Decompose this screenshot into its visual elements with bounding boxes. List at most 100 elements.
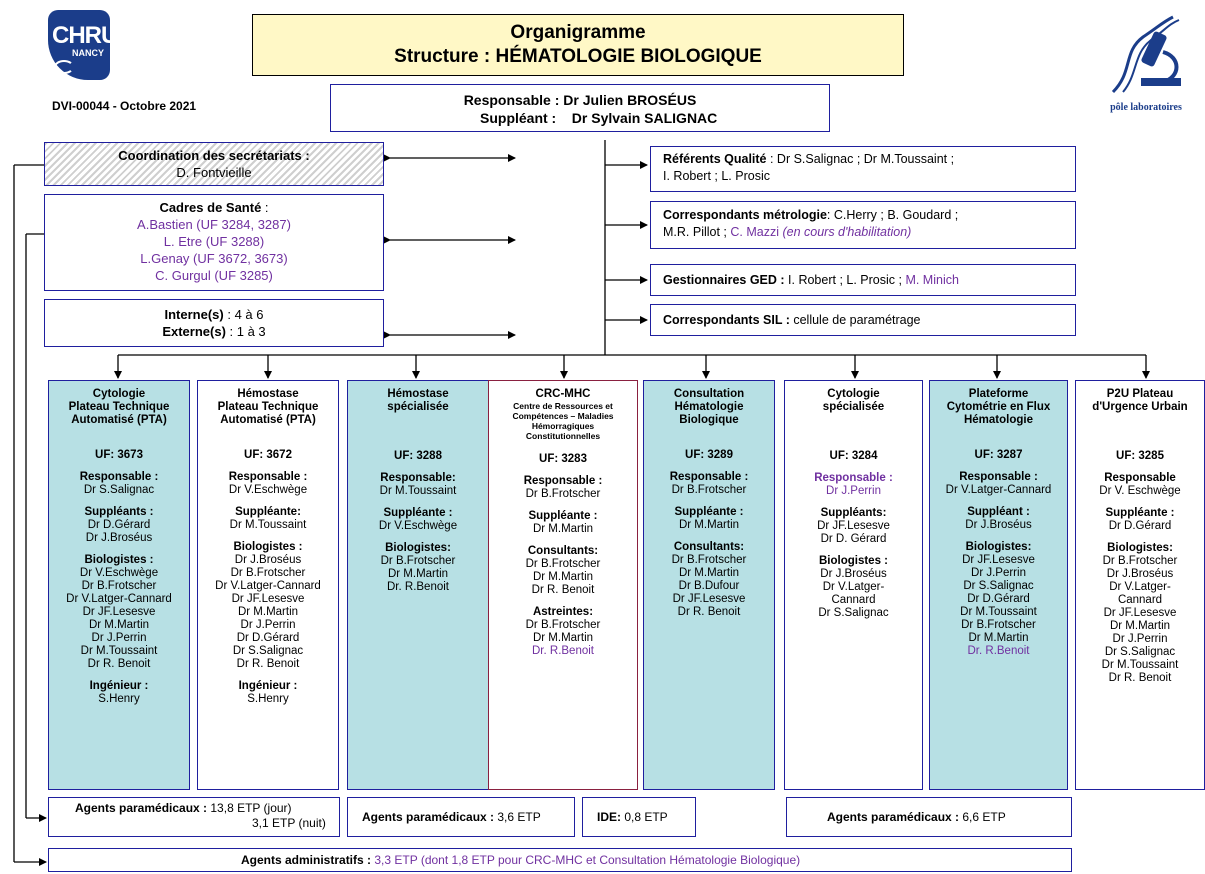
section-label: Responsable : [959,471,1038,483]
person-name: S.Henry [98,693,140,705]
logo-text-nancy: NANCY [72,48,105,58]
cadre-line: A.Bastien (UF 3284, 3287) [137,217,291,232]
column-uf: UF: 3284 [829,450,878,462]
internes-label: Interne(s) [164,307,224,322]
agents-paramedicaux-box-2: Agents paramédicaux : 3,6 ETP [347,797,575,837]
section-label: Suppléant : [967,506,1030,518]
metrologie-label: Correspondants métrologie [663,208,827,222]
section-label: Responsable: [380,472,456,484]
person-name: Dr J.Perrin [826,485,881,497]
column-title-line: P2U Plateau [1106,388,1174,400]
ged-text: I. Robert ; L. Prosic ; [784,273,906,287]
metrologie-text-2: M.R. Pillot ; [663,225,731,239]
person-name: Cannard [1117,594,1163,606]
referents-label: Référents Qualité [663,152,767,166]
person-name: Dr JF.Lesesve [672,593,746,605]
correspondants-metrologie-box: Correspondants métrologie: C.Herry ; B. … [650,201,1076,249]
agents-para-1-label: Agents paramédicaux : [75,801,208,815]
responsable-box: Responsable : Dr Julien BROSÉUS Suppléan… [330,84,830,132]
column-title-line: Consultation [673,388,745,400]
column-title-line: Cytométrie en Flux [946,401,1051,413]
person-name: Dr M.Martin [532,632,594,644]
person-name: Dr M.Martin [532,523,594,535]
person-name: Dr V.Latger-Cannard [945,484,1052,496]
person-name: Dr J.Broséus [85,532,153,544]
ide-label: IDE: [597,810,621,824]
person-name: Dr JF.Lesesve [1103,607,1177,619]
responsable-name: Dr Julien BROSÉUS [563,92,697,108]
section-label: Biologistes : [818,555,888,567]
column-title-line: d'Urgence Urbain [1092,401,1188,413]
person-name: Dr M.Toussaint [229,519,307,531]
person-name: Dr V.Eschwège [79,567,159,579]
section-label: Suppléants: [820,507,887,519]
person-name: Dr R. Benoit [677,606,741,618]
person-name: Dr V. Eschwège [1099,485,1181,497]
coordination-box: Coordination des secrétariats : D. Fontv… [44,142,384,186]
person-name: Dr J.Perrin [1112,633,1168,645]
person-name: Dr B.Frotscher [525,619,601,631]
column-title-line: Plateau Technique [217,401,319,413]
person-name: Dr S.Salignac [1104,646,1176,658]
cadre-line: L. Etre (UF 3288) [163,234,265,249]
person-name: Dr V.Eschwège [378,520,458,532]
person-name: Dr R. Benoit [531,584,595,596]
agents-admin-value: 3,3 ETP (dont 1,8 ETP pour CRC-MHC et Co… [371,853,801,867]
person-name: Dr J.Broséus [820,568,887,580]
person-name: Dr J.Perrin [240,619,296,631]
person-name: Dr B.Frotscher [671,484,747,496]
person-name: Dr D.Gérard [87,519,151,531]
section-label: Responsable : [814,472,893,484]
person-name: Dr B.Frotscher [380,555,456,567]
externes-label: Externe(s) [162,324,226,339]
logo-text-chru: CHRU [52,22,118,49]
section-label: Responsable [1104,472,1176,484]
person-name: Dr B.Frotscher [525,558,601,570]
person-name: Dr JF.Lesesve [231,593,305,605]
section-label: Suppléants : [84,506,154,518]
logo-swirl-icon [54,60,74,74]
internes-box: Interne(s) : 4 à 6 Externe(s) : 1 à 3 [44,299,384,347]
agents-para-1-v2: 3,1 ETP (nuit) [252,816,326,830]
section-label: Responsable : [523,475,603,487]
microscope-dna-icon [1103,12,1189,100]
metrologie-purple: C. Mazzi [730,225,783,239]
column-uf: UF: 3288 [394,450,442,462]
person-name: Dr B.Frotscher [525,488,601,500]
person-name: Dr M.Martin [968,632,1029,644]
agents-para-2-value: 3,6 ETP [494,810,541,824]
person-name: Dr M.Martin [678,519,740,531]
column-title-line: spécialisée [387,401,449,413]
agents-para-2-label: Agents paramédicaux : [362,810,495,824]
column-subtitle-line: Centre de Ressources et [513,401,613,411]
person-name: Dr D.Gérard [967,593,1030,605]
section-label: Astreintes: [532,606,594,618]
person-name: Dr D.Gérard [236,632,300,644]
column-uf: UF: 3287 [974,449,1023,461]
responsable-label: Responsable : [463,92,560,108]
metrologie-purple-italic: (en cours d'habilitation) [782,225,912,239]
person-name: Dr D. Gérard [820,533,887,545]
agents-para-3-value: 6,6 ETP [959,810,1006,824]
externes-row: Externe(s) : 1 à 3 [45,323,383,340]
section-label: Responsable : [79,471,159,483]
column-subtitle-line: Hémorragiques [531,421,595,431]
title-line-2: Structure : HÉMATOLOGIE BIOLOGIQUE [394,46,762,67]
ide-value: 0,8 ETP [621,810,668,824]
section-label: Responsable : [228,471,308,483]
person-name: Dr S.Salignac [818,607,889,619]
person-name: Dr. R.Benoit [387,581,449,593]
internes-value: : 4 à 6 [223,307,264,322]
person-name: Dr M.Martin [237,606,299,618]
person-name: Dr M.Martin [678,567,740,579]
section-label: Suppléante : [674,506,744,518]
coordination-name: D. Fontvieille [176,165,252,180]
cadres-heading: Cadres de Santé : [45,199,383,216]
suppleant-label: Suppléant : [480,110,557,126]
column-uf: UF: 3673 [95,449,143,461]
